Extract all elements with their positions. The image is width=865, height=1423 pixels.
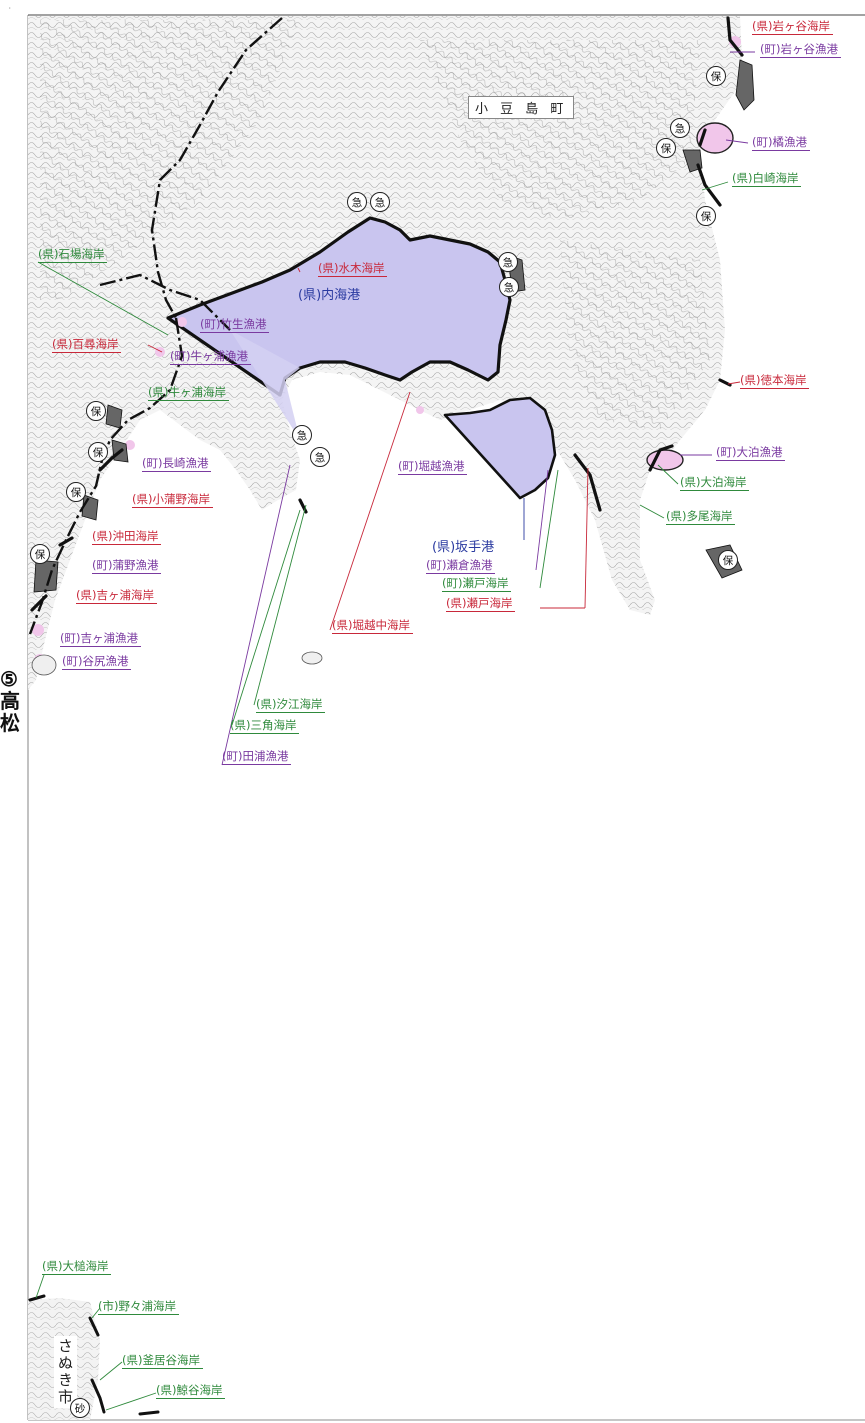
map-label: (県)吉ヶ浦海岸 xyxy=(76,589,157,604)
map-label: (県)小蒲野海岸 xyxy=(132,493,213,508)
map-label: (県)堀越中海岸 xyxy=(332,619,413,634)
map-label: (県)徳本海岸 xyxy=(740,374,810,389)
map-label: (町)橘漁港 xyxy=(752,136,810,151)
map-label: (市)野々浦海岸 xyxy=(98,1300,179,1315)
map-label: (町)瀬戸海岸 xyxy=(442,577,512,592)
map-label: (町)大泊漁港 xyxy=(716,446,786,461)
side-label: ⑤ 高 松 xyxy=(0,668,20,734)
map-label: (町)瀬倉漁港 xyxy=(426,559,496,574)
kyu-marker: 急 xyxy=(670,118,690,138)
frame-tick: · xyxy=(8,5,12,12)
kyu-marker: 急 xyxy=(499,277,519,297)
map-label: (県)坂手港 xyxy=(432,540,495,555)
map-label: (町)堀越漁港 xyxy=(398,460,468,475)
kyu-marker: 急 xyxy=(347,192,367,212)
map-label: (県)鯨谷海岸 xyxy=(156,1384,226,1399)
hogo-marker: 保 xyxy=(86,401,106,421)
side-label-line2: 松 xyxy=(0,711,20,735)
map-label: (町)岩ヶ谷漁港 xyxy=(760,43,841,58)
map-label: (町)蒲野漁港 xyxy=(92,559,162,574)
map-label: (県)汐江海岸 xyxy=(256,698,326,713)
hogo-marker: 保 xyxy=(66,482,86,502)
protected-coast-patch xyxy=(735,59,755,111)
map-label: (県)牛ヶ浦海岸 xyxy=(148,386,229,401)
map-label: (町)牛ヶ浦漁港 xyxy=(170,350,251,365)
side-label-number: ⑤ xyxy=(0,667,18,691)
map-label: (県)多尾海岸 xyxy=(666,510,736,525)
map-label: (県)百尋海岸 xyxy=(52,338,122,353)
hogo-marker: 保 xyxy=(706,66,726,86)
kyu-marker: 急 xyxy=(292,425,312,445)
map-label: (町)田浦漁港 xyxy=(222,750,292,765)
kyu-marker: 急 xyxy=(370,192,390,212)
map-label: (県)沖田海岸 xyxy=(92,530,162,545)
map-label: (県)水木海岸 xyxy=(318,262,388,277)
town-label: 小 豆 島 町 xyxy=(468,96,575,119)
map-label: (県)大泊海岸 xyxy=(680,476,750,491)
map-label: (県)三角海岸 xyxy=(230,719,300,734)
map-label: (町)長崎漁港 xyxy=(142,457,212,472)
hogo-marker: 保 xyxy=(30,544,50,564)
sakate-port-area xyxy=(443,396,557,500)
map-label: (県)大槌海岸 xyxy=(42,1260,112,1275)
map-label: (県)内海港 xyxy=(298,288,361,303)
map-label: (県)岩ヶ谷海岸 xyxy=(752,20,833,35)
hogo-marker: 保 xyxy=(656,138,676,158)
city-label: さぬき市 xyxy=(54,1336,77,1408)
hogo-marker: 保 xyxy=(718,550,738,570)
map-label: (県)石場海岸 xyxy=(38,248,108,263)
kyu-marker: 急 xyxy=(498,252,518,272)
map-label: (町)竹生漁港 xyxy=(200,318,270,333)
hogo-marker: 保 xyxy=(696,206,716,226)
side-label-line1: 高 xyxy=(0,689,20,713)
map-label: (町)谷尻漁港 xyxy=(62,655,132,670)
map-label: (町)吉ヶ浦漁港 xyxy=(60,632,141,647)
suna-marker: 砂 xyxy=(70,1398,90,1418)
map-label: (県)瀬戸海岸 xyxy=(446,597,516,612)
hogo-marker: 保 xyxy=(88,442,108,462)
map-label: (県)釜居谷海岸 xyxy=(122,1354,203,1369)
kyu-marker: 急 xyxy=(310,447,330,467)
map-label: (県)白崎海岸 xyxy=(732,172,802,187)
